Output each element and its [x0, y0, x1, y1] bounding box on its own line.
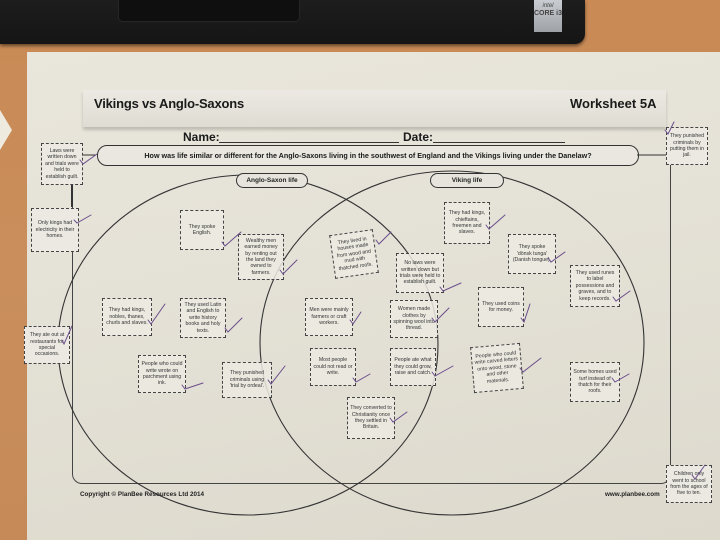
card-shared[interactable]: Most people could not read or write.: [310, 348, 356, 386]
card-viking[interactable]: They used runes to label possessions and…: [570, 265, 620, 307]
name-field[interactable]: [219, 142, 399, 143]
laptop: intel CORE i3: [0, 0, 585, 44]
intel-logo: intel: [542, 3, 554, 9]
card-shared[interactable]: Women made clothes by spinning wool into…: [390, 300, 438, 338]
tick-icon: [267, 365, 286, 385]
card-outside-left[interactable]: Only kings had electricity in their home…: [31, 208, 79, 252]
date-label: Date:: [403, 130, 434, 144]
card-anglo-saxon[interactable]: They spoke English.: [180, 210, 224, 250]
tick-icon: [73, 214, 92, 224]
tick-icon: [611, 373, 630, 383]
card-anglo-saxon[interactable]: They used Latin and English to write his…: [180, 298, 226, 338]
tick-icon: [181, 382, 204, 390]
intel-model: CORE i3: [534, 10, 563, 17]
card-shared[interactable]: No laws were written down but trials wer…: [396, 253, 444, 293]
card-outside-right[interactable]: They punished criminals by putting them …: [666, 127, 708, 165]
tick-icon: [431, 365, 454, 377]
card-shared[interactable]: Men were mainly farmers or craft workers…: [305, 298, 353, 336]
card-anglo-saxon[interactable]: People who could write wrote on parchmen…: [138, 355, 186, 393]
laptop-touchpad: [118, 0, 300, 22]
connector-line: [71, 185, 73, 207]
card-viking[interactable]: They spoke 'dönsk tunga' (Danish tongue)…: [508, 234, 556, 274]
tick-icon: [279, 259, 298, 275]
tick-icon: [349, 311, 362, 325]
tick-icon: [79, 153, 98, 165]
tick-icon: [147, 303, 166, 325]
tick-icon: [352, 373, 371, 383]
tick-icon: [664, 121, 675, 135]
card-outside-left[interactable]: They ate out at restaurants for special …: [24, 326, 70, 364]
card-shared[interactable]: They converted to Christianity once they…: [347, 397, 395, 439]
tick-icon: [221, 231, 242, 247]
card-viking[interactable]: Some homes used turf instead of thatch f…: [570, 362, 620, 402]
viking-label: Viking life: [430, 173, 504, 188]
card-anglo-saxon[interactable]: They had kings, nobles, thanes, churls a…: [102, 298, 152, 336]
tick-icon: [519, 357, 542, 373]
tick-icon: [612, 290, 631, 302]
worksheet-number: Worksheet 5A: [570, 96, 657, 111]
tick-icon: [389, 411, 408, 423]
worksheet-title: Vikings vs Anglo-Saxons: [94, 96, 244, 111]
worksheet-frame: [72, 150, 671, 484]
card-viking[interactable]: They had kings, chieftains, freemen and …: [444, 202, 490, 244]
tick-icon: [224, 317, 243, 333]
header-band: [83, 90, 666, 127]
viking-circle: [259, 170, 645, 516]
tick-icon: [431, 307, 450, 323]
card-anglo-saxon[interactable]: They punished criminals using 'trial by …: [222, 362, 272, 398]
card-outside-right[interactable]: Children only went to school from the ag…: [666, 465, 712, 503]
anglo-saxon-label: Anglo-Saxon life: [236, 173, 308, 188]
tick-icon: [485, 214, 506, 230]
card-shared[interactable]: People ate what they could grow, raise a…: [390, 348, 436, 386]
card-anglo-saxon[interactable]: Wealthy men earned money by renting out …: [238, 234, 284, 280]
tick-icon: [439, 282, 462, 292]
tick-icon: [375, 231, 392, 245]
intel-badge: intel CORE i3: [534, 0, 562, 32]
footer-copyright: Copyright © PlanBee Resources Ltd 2014: [80, 491, 204, 498]
date-field[interactable]: [433, 142, 565, 143]
tick-icon: [61, 325, 73, 346]
name-label: Name:: [183, 130, 220, 144]
tick-icon: [520, 303, 531, 324]
tick-icon: [691, 464, 706, 480]
tick-icon: [547, 251, 566, 263]
footer-url[interactable]: www.planbee.com: [605, 491, 660, 498]
card-viking[interactable]: They used coins for money.: [478, 287, 524, 327]
